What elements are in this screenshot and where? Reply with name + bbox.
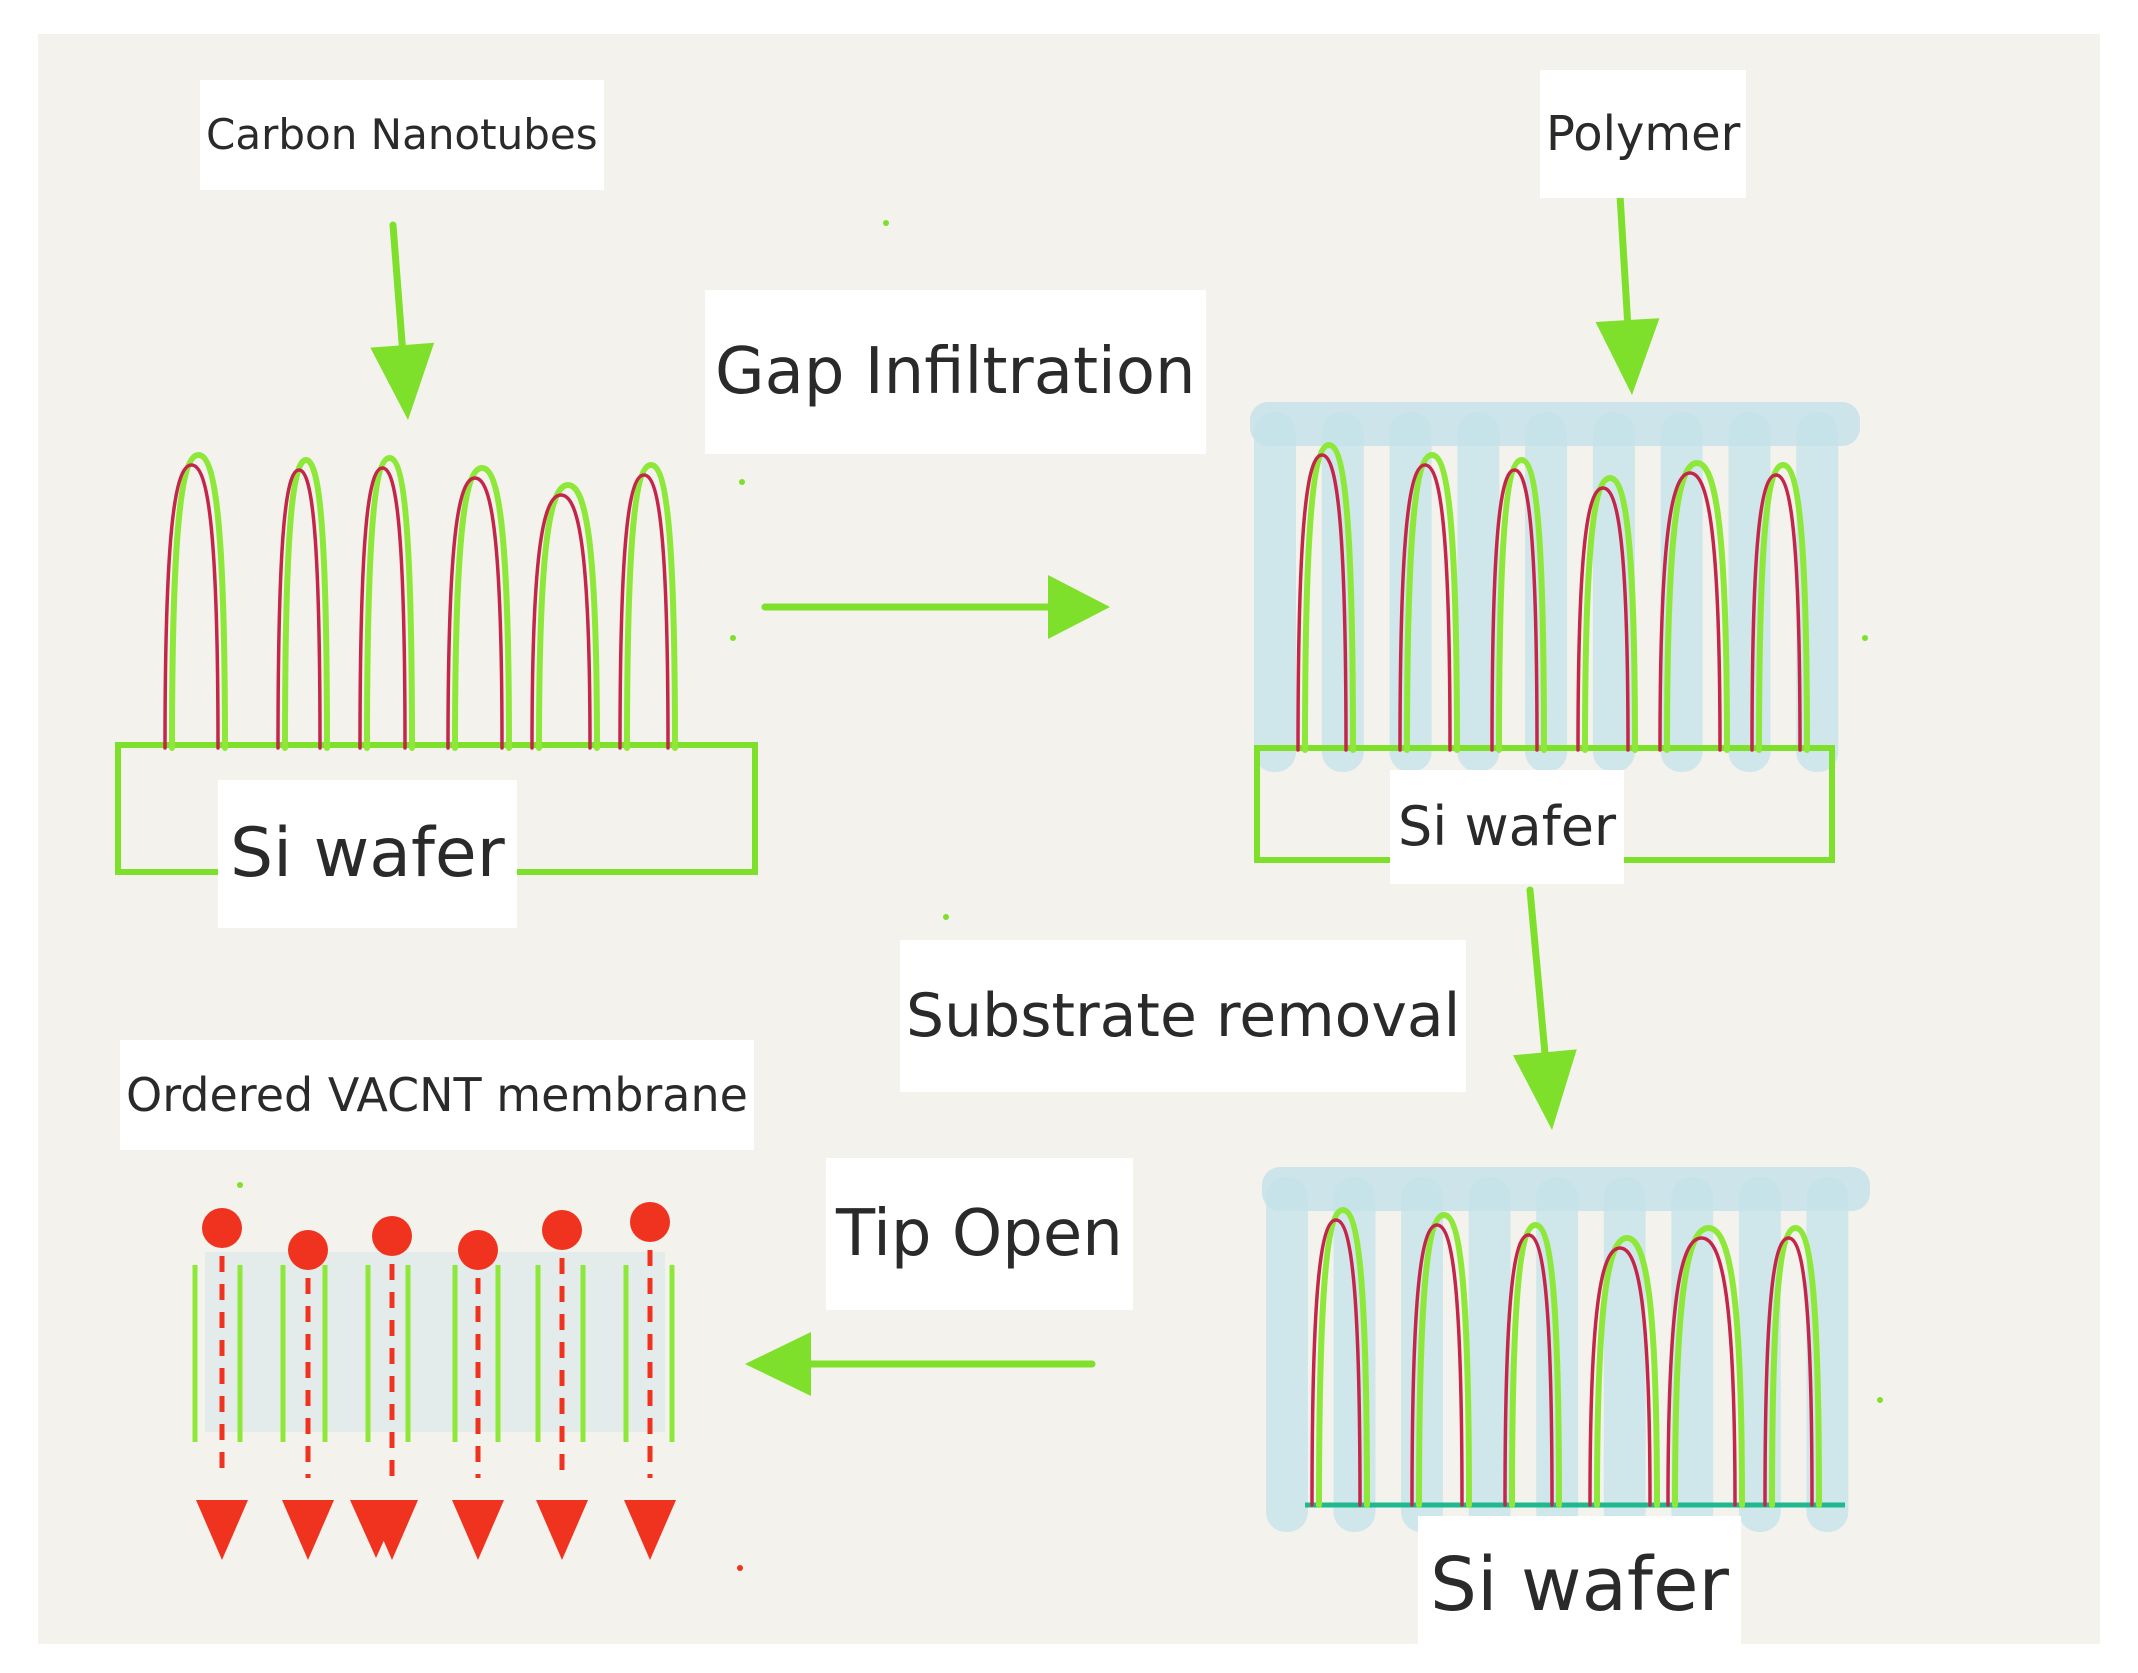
nanotube-outer-6: [1756, 461, 1810, 753]
process-arrows: [370, 191, 1660, 1396]
nanotube-outer-6: [624, 461, 678, 751]
label-polymer: Polymer: [1540, 70, 1747, 198]
arrow-substrate-removal-shaft: [1526, 886, 1549, 1056]
label-carbon-nanotubes: Carbon Nanotubes: [200, 80, 604, 190]
molecule-dot-5: [542, 1210, 582, 1250]
polymer-stroke-4: [1457, 412, 1500, 772]
nanotube-inner-5: [1666, 1236, 1737, 1507]
nanotube-inner-3: [1490, 468, 1539, 752]
molecule-dot-6: [630, 1202, 670, 1242]
nanotube-inner-5: [1658, 471, 1722, 752]
arrow-to-polymer-shaft: [1616, 191, 1632, 324]
nanotube-outer-2: [1404, 451, 1460, 753]
nanotubes-on-wafer: [163, 451, 678, 751]
speck-8: [737, 1565, 743, 1571]
nanotube-inner-4: [446, 476, 504, 750]
label-gap-infiltration: Gap Infiltration: [705, 290, 1206, 454]
nanotube-outer-6: [1769, 1224, 1822, 1508]
arrow-gap-infiltration-head: [1048, 575, 1110, 639]
label-substrate-removal: Substrate removal: [900, 940, 1467, 1092]
nanotube-inner-6: [1763, 1236, 1814, 1507]
label-si-wafer-bottom: Si wafer: [1418, 1516, 1741, 1650]
nanotube-inner-4: [1576, 486, 1630, 752]
polymer-stroke-6: [1603, 1177, 1646, 1532]
nanotube-outer-5: [1672, 1224, 1745, 1508]
nanotube-inner-3: [1503, 1233, 1554, 1507]
nanotube-inner-2: [1410, 1223, 1464, 1507]
arrow-to-nanotubes-head: [370, 342, 435, 420]
ordered-membrane: [192, 1202, 676, 1560]
arrow-tip-open-head: [745, 1332, 811, 1396]
molecule-dot-1: [202, 1208, 242, 1248]
nanotube-outer-4: [1594, 1234, 1660, 1508]
nanotube-inner-2: [276, 468, 322, 750]
speck-5: [1862, 635, 1868, 641]
arrow-to-nanotubes-shaft: [389, 221, 406, 349]
nanotube-inner-1: [1310, 1218, 1362, 1507]
nanotube-inner-1: [163, 463, 220, 750]
nanotube-inner-5: [530, 493, 592, 750]
nanotube-outer-3: [364, 454, 415, 751]
nanotube-outer-4: [1582, 474, 1638, 753]
speck-3: [730, 635, 736, 641]
membrane-polymer-fill: [205, 1252, 665, 1432]
flow-arrowhead-extra: [350, 1500, 402, 1558]
flow-arrowhead-1: [196, 1500, 248, 1560]
label-tip-open: Tip Open: [826, 1158, 1133, 1310]
flow-arrowhead-5: [536, 1500, 588, 1560]
nanotube-outer-2: [282, 456, 330, 751]
speck-1: [883, 220, 889, 226]
speck-7: [237, 1182, 243, 1188]
label-si-wafer-left: Si wafer: [218, 780, 517, 928]
nanotube-outer-1: [169, 451, 228, 751]
nanotubes-substrate-removed: [1310, 1206, 1822, 1508]
nanotube-inner-3: [358, 466, 407, 750]
nanotube-outer-5: [536, 481, 600, 751]
nanotube-outer-4: [452, 464, 512, 751]
nanotube-outer-2: [1416, 1211, 1472, 1508]
molecule-dot-2: [288, 1230, 328, 1270]
nanotube-inner-4: [1588, 1246, 1652, 1507]
polymer-stroke-4: [1468, 1177, 1511, 1532]
nanotube-inner-6: [1750, 473, 1802, 752]
nanotube-outer-3: [1509, 1221, 1562, 1508]
nanotube-outer-3: [1496, 456, 1547, 753]
label-ordered-membrane: Ordered VACNT membrane: [120, 1040, 754, 1150]
nanotube-outer-1: [1316, 1206, 1370, 1508]
nanotube-inner-1: [1296, 453, 1348, 752]
flow-arrowhead-6: [624, 1500, 676, 1560]
paper-specks: [237, 220, 1883, 1571]
flow-arrowhead-2: [282, 1500, 334, 1560]
arrow-to-polymer-head: [1595, 318, 1660, 395]
speck-6: [1877, 1397, 1883, 1403]
polymer-stroke-1: [1266, 1177, 1308, 1532]
label-si-wafer-right: Si wafer: [1390, 770, 1625, 884]
speck-2: [739, 479, 745, 485]
molecule-dot-3: [372, 1216, 412, 1256]
nanotube-outer-1: [1302, 441, 1356, 753]
nanotube-inner-2: [1398, 463, 1452, 752]
nanotube-outer-5: [1664, 459, 1730, 753]
polymer-stroke-1: [1254, 412, 1297, 772]
nanotube-inner-6: [618, 473, 670, 750]
nanotubes-in-polymer: [1296, 441, 1810, 753]
flow-arrowhead-4: [452, 1500, 504, 1560]
arrow-substrate-removal-head: [1513, 1049, 1577, 1130]
speck-4: [943, 914, 949, 920]
molecule-dot-4: [458, 1230, 498, 1270]
